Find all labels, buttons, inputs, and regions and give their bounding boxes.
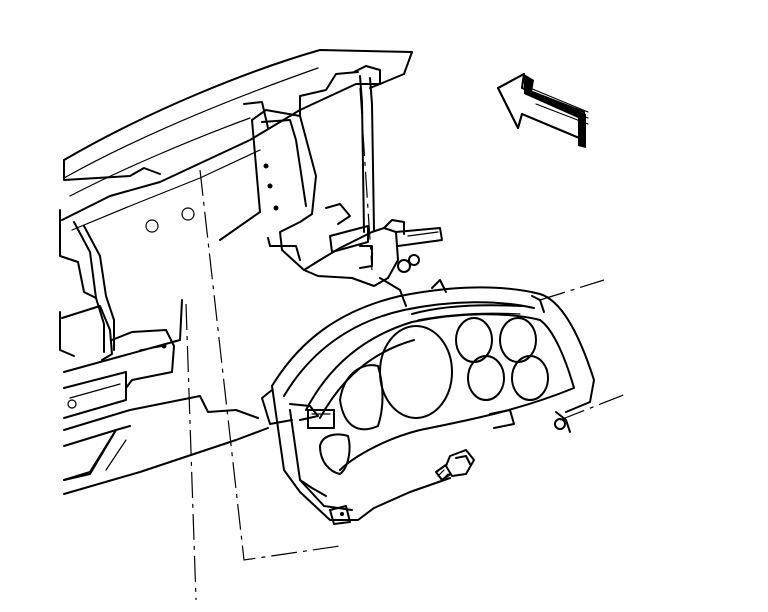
cluster-mounting-bolt [435,449,475,481]
direction-arrow-icon [497,73,589,148]
alignment-lines [185,87,627,601]
instrument-panel-carrier [59,49,443,495]
instrument-cluster [261,279,595,525]
